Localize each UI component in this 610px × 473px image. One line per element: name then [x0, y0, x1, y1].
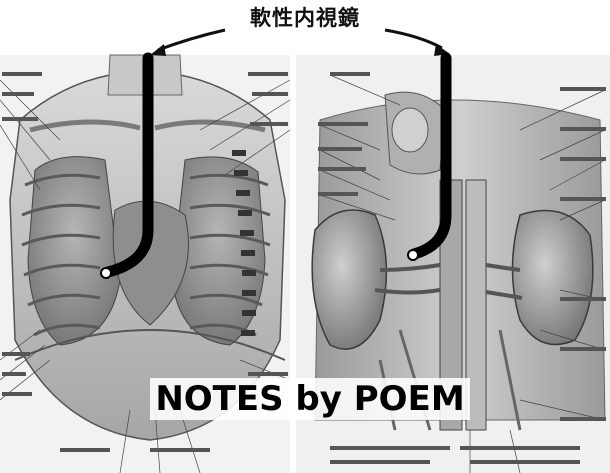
- watermark-text: NOTES by POEM: [150, 378, 470, 420]
- pointer-arrows: [150, 30, 450, 56]
- caption-flexible-endoscope: 軟性内視鏡: [0, 2, 610, 32]
